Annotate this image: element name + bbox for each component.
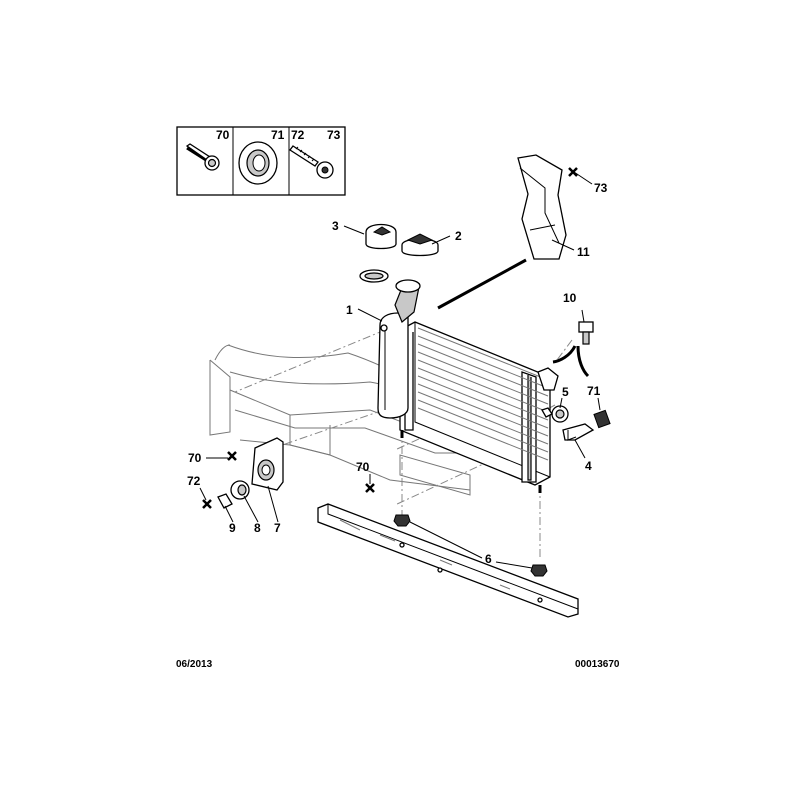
screw-icon bbox=[289, 145, 334, 179]
callout-73: 73 bbox=[594, 181, 608, 195]
body-structure-outline bbox=[209, 329, 573, 560]
lower-cross-member bbox=[317, 503, 579, 618]
callout-1: 1 bbox=[346, 303, 353, 317]
air-deflector bbox=[437, 154, 567, 310]
callout-6: 6 bbox=[485, 552, 492, 566]
mounting-plate bbox=[251, 437, 284, 491]
cross-marker bbox=[202, 167, 578, 509]
fastener-legend-box: 70 71 72 73 bbox=[176, 126, 346, 196]
legend-label-70: 70 bbox=[216, 128, 230, 142]
legend-label-71: 71 bbox=[271, 128, 285, 142]
radiator-bracket bbox=[562, 423, 595, 441]
cap-seal-ring bbox=[359, 269, 389, 283]
callout-10: 10 bbox=[563, 291, 577, 305]
callout-7: 7 bbox=[274, 521, 281, 535]
callout-labels: 1 2 3 4 5 6 7 8 9 10 11 70 70 71 72 73 bbox=[187, 181, 608, 566]
callout-9: 9 bbox=[229, 521, 236, 535]
callout-70-center: 70 bbox=[356, 460, 370, 474]
radiator-cap bbox=[401, 233, 439, 257]
temperature-sensor bbox=[552, 321, 594, 378]
fastener-71-dark bbox=[593, 409, 611, 429]
callout-72: 72 bbox=[187, 474, 201, 488]
legend-label-73: 73 bbox=[327, 128, 341, 142]
filler-cap bbox=[365, 223, 397, 250]
callout-8: 8 bbox=[254, 521, 261, 535]
legend-label-72: 72 bbox=[291, 128, 305, 142]
callout-2: 2 bbox=[455, 229, 462, 243]
bottom-mount bbox=[393, 514, 548, 577]
footer-date: 06/2013 bbox=[176, 659, 213, 670]
mounting-sleeve bbox=[217, 493, 233, 509]
callout-3: 3 bbox=[332, 219, 339, 233]
rubber-mount bbox=[551, 405, 569, 423]
washer-icon bbox=[238, 141, 278, 185]
callout-70-left: 70 bbox=[188, 451, 202, 465]
flange-bolt-icon bbox=[185, 143, 220, 171]
callout-5: 5 bbox=[562, 385, 569, 399]
callout-4: 4 bbox=[585, 459, 592, 473]
mounting-bushing bbox=[230, 480, 250, 500]
callout-11: 11 bbox=[577, 245, 590, 259]
side-clip bbox=[537, 367, 559, 418]
footer-reference-number: 00013670 bbox=[575, 659, 620, 670]
leader-lines bbox=[199, 171, 601, 569]
callout-71: 71 bbox=[587, 384, 601, 398]
expansion-tank bbox=[377, 279, 421, 419]
